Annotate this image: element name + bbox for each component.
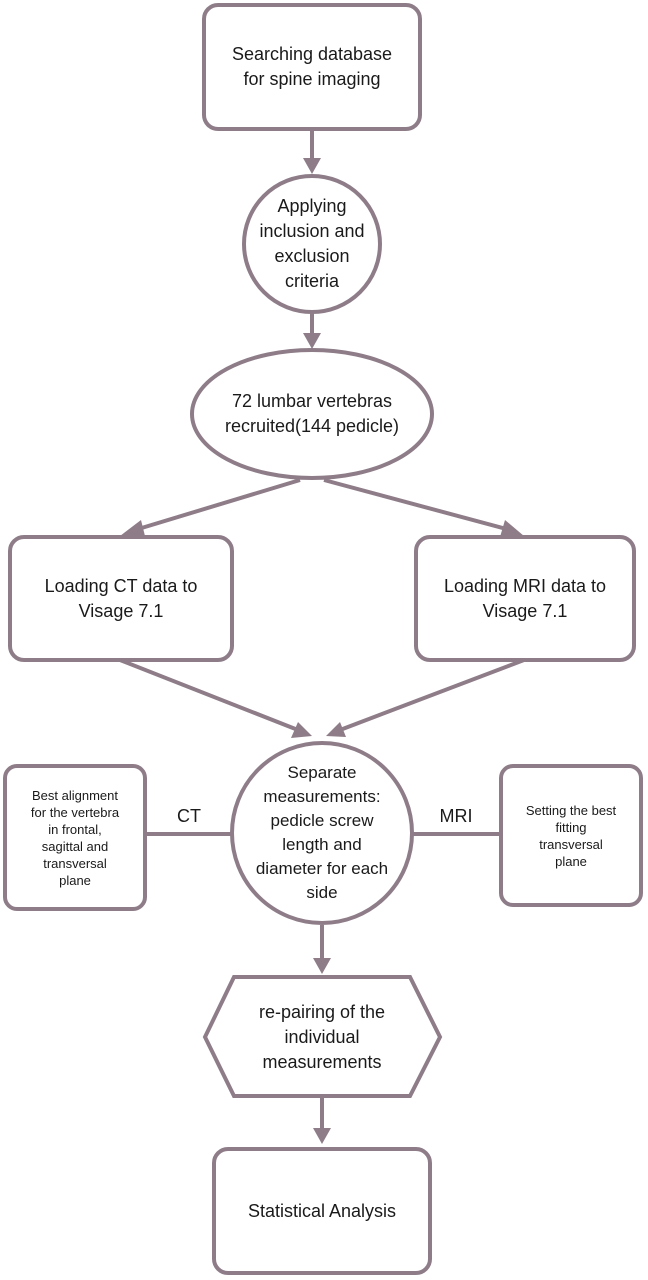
arrowhead (291, 722, 312, 738)
ct-align-label: Best alignment for the vertebra in front… (30, 787, 120, 888)
connector-mri-to-separate (339, 658, 525, 732)
ct-load-label: Loading CT data to Visage 7.1 (44, 575, 198, 621)
criteria-circle (242, 174, 382, 314)
stats-box (212, 1147, 432, 1275)
separate-circle (230, 741, 414, 925)
mri-plane-box (499, 764, 643, 907)
search-box (202, 3, 422, 131)
arrowhead (313, 1128, 331, 1144)
arrowhead (313, 958, 331, 974)
arrowhead (500, 520, 524, 537)
arrowhead (303, 158, 321, 174)
ct-load-box (8, 535, 234, 662)
recruited-ellipse (190, 348, 434, 480)
arrowhead (120, 520, 145, 536)
mri-plane-label: Setting the best fitting transversal pla… (525, 802, 617, 869)
separate-label: Separate measurements: pedicle screw len… (255, 763, 389, 902)
ct-tag: CT (177, 805, 201, 826)
arrowhead (303, 333, 321, 349)
stats-label: Statistical Analysis (247, 1200, 397, 1221)
connector-ct-to-separate (119, 658, 299, 732)
repair-hexagon (202, 975, 443, 1098)
mri-tag: MRI (439, 805, 473, 826)
arrowhead (326, 722, 346, 737)
connector-recruited-to-mri (323, 478, 511, 532)
recruited-label: 72 lumbar vertebras recruited(144 pedicl… (224, 391, 400, 436)
criteria-label: Applying inclusion and exclusion criteri… (259, 196, 365, 291)
mri-load-label: Loading MRI data to Visage 7.1 (443, 575, 607, 621)
repair-label: re-pairing of the individual measurement… (258, 1001, 386, 1072)
search-label: Searching database for spine imaging (231, 44, 393, 89)
connector-recruited-to-ct (134, 478, 301, 532)
mri-load-box (414, 535, 636, 662)
ct-align-box (3, 764, 147, 911)
